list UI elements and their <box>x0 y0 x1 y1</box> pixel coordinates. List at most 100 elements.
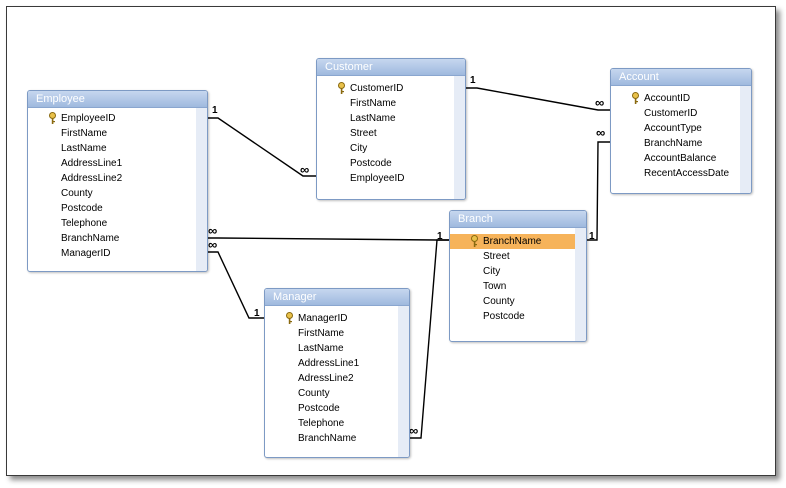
key-icon <box>632 92 639 104</box>
field-customer-id[interactable]: CustomerID <box>317 81 454 96</box>
key-icon <box>338 82 345 94</box>
card-emp-mgr-many: ∞ <box>208 237 217 252</box>
field-address-line-2[interactable]: AdressLine2 <box>265 371 398 386</box>
field-employee-id[interactable]: EmployeeID <box>28 111 196 126</box>
field-telephone[interactable]: Telephone <box>265 416 398 431</box>
field-county[interactable]: County <box>265 386 398 401</box>
table-branch-title[interactable]: Branch <box>450 211 586 228</box>
key-icon <box>471 235 478 247</box>
field-account-id[interactable]: AccountID <box>611 91 740 106</box>
field-label: AddressLine1 <box>61 158 123 169</box>
field-employee-id[interactable]: EmployeeID <box>317 171 454 186</box>
card-cust-acc-one: 1 <box>470 75 476 86</box>
field-label: Street <box>350 128 377 139</box>
table-manager-title[interactable]: Manager <box>265 289 409 306</box>
card-emp-mgr-one: 1 <box>254 308 260 319</box>
table-customer-fields: CustomerID FirstName LastName Street Cit… <box>317 76 465 199</box>
field-label: Postcode <box>61 203 103 214</box>
table-customer[interactable]: Customer CustomerID FirstName LastName S… <box>316 58 466 200</box>
field-label: BranchName <box>298 433 357 444</box>
field-first-name[interactable]: FirstName <box>28 126 196 141</box>
card-emp-cust-one: 1 <box>212 105 218 116</box>
field-label: Town <box>483 281 507 292</box>
field-first-name[interactable]: FirstName <box>265 326 398 341</box>
field-label: RecentAccessDate <box>644 168 730 179</box>
table-employee-fields: EmployeeID FirstName LastName AddressLin… <box>28 108 207 271</box>
field-manager-id[interactable]: ManagerID <box>28 246 196 261</box>
field-label: FirstName <box>350 98 397 109</box>
field-street[interactable]: Street <box>317 126 454 141</box>
field-branch-name[interactable]: BranchName <box>611 136 740 151</box>
key-icon <box>286 312 293 324</box>
field-label: LastName <box>61 143 107 154</box>
field-label: EmployeeID <box>350 173 405 184</box>
field-last-name[interactable]: LastName <box>28 141 196 156</box>
field-label: FirstName <box>298 328 345 339</box>
field-label: Telephone <box>61 218 108 229</box>
table-customer-title[interactable]: Customer <box>317 59 465 76</box>
table-employee[interactable]: Employee EmployeeID FirstName LastName A… <box>27 90 208 272</box>
key-icon <box>49 112 56 124</box>
field-account-type[interactable]: AccountType <box>611 121 740 136</box>
card-emp-branch-one: 1 <box>437 231 443 242</box>
table-manager[interactable]: Manager ManagerID FirstName LastName Add… <box>264 288 410 458</box>
field-label: AccountID <box>644 93 691 104</box>
field-postcode[interactable]: Postcode <box>28 201 196 216</box>
field-label: City <box>483 266 501 277</box>
field-recent-access-date[interactable]: RecentAccessDate <box>611 166 740 181</box>
card-emp-cust-many: ∞ <box>300 162 309 177</box>
field-label: Telephone <box>298 418 345 429</box>
field-postcode[interactable]: Postcode <box>450 309 575 324</box>
card-branch-acc-one: 1 <box>589 231 595 242</box>
field-label: County <box>61 188 93 199</box>
field-label: AdressLine2 <box>298 373 354 384</box>
table-account-fields: AccountID CustomerID AccountType BranchN… <box>611 86 751 193</box>
field-postcode[interactable]: Postcode <box>317 156 454 171</box>
field-label: ManagerID <box>61 248 111 259</box>
field-county[interactable]: County <box>450 294 575 309</box>
field-label: County <box>298 388 330 399</box>
field-label: City <box>350 143 368 154</box>
field-label: BranchName <box>483 236 542 247</box>
field-first-name[interactable]: FirstName <box>317 96 454 111</box>
field-label: FirstName <box>61 128 108 139</box>
table-account[interactable]: Account AccountID CustomerID AccountType… <box>610 68 752 194</box>
field-city[interactable]: City <box>317 141 454 156</box>
card-cust-acc-many: ∞ <box>595 95 604 110</box>
field-label: AccountBalance <box>644 153 717 164</box>
field-last-name[interactable]: LastName <box>317 111 454 126</box>
field-last-name[interactable]: LastName <box>265 341 398 356</box>
field-label: Postcode <box>483 311 525 322</box>
field-label: LastName <box>350 113 396 124</box>
field-town[interactable]: Town <box>450 279 575 294</box>
table-manager-fields: ManagerID FirstName LastName AddressLine… <box>265 306 409 457</box>
table-branch-fields: BranchName Street City Town County Postc… <box>450 228 586 341</box>
field-label: County <box>483 296 515 307</box>
card-emp-branch-many: ∞ <box>208 223 217 238</box>
field-manager-id[interactable]: ManagerID <box>265 311 398 326</box>
field-branch-name[interactable]: BranchName <box>28 231 196 246</box>
field-postcode[interactable]: Postcode <box>265 401 398 416</box>
field-label: CustomerID <box>644 108 698 119</box>
field-account-balance[interactable]: AccountBalance <box>611 151 740 166</box>
field-street[interactable]: Street <box>450 249 575 264</box>
card-mgr-branch-many: ∞ <box>409 423 418 438</box>
field-label: Street <box>483 251 510 262</box>
field-county[interactable]: County <box>28 186 196 201</box>
card-branch-acc-many: ∞ <box>596 125 605 140</box>
field-label: AddressLine2 <box>61 173 123 184</box>
field-branch-name[interactable]: BranchName <box>265 431 398 446</box>
field-city[interactable]: City <box>450 264 575 279</box>
field-address-line-2[interactable]: AddressLine2 <box>28 171 196 186</box>
table-branch[interactable]: Branch BranchName Street City Town Count… <box>449 210 587 342</box>
field-label: LastName <box>298 343 344 354</box>
table-employee-title[interactable]: Employee <box>28 91 207 108</box>
field-telephone[interactable]: Telephone <box>28 216 196 231</box>
field-address-line-1[interactable]: AddressLine1 <box>28 156 196 171</box>
field-customer-id[interactable]: CustomerID <box>611 106 740 121</box>
field-label: BranchName <box>61 233 120 244</box>
field-branch-name[interactable]: BranchName <box>450 234 575 249</box>
field-address-line-1[interactable]: AddressLine1 <box>265 356 398 371</box>
table-account-title[interactable]: Account <box>611 69 751 86</box>
field-label: BranchName <box>644 138 703 149</box>
